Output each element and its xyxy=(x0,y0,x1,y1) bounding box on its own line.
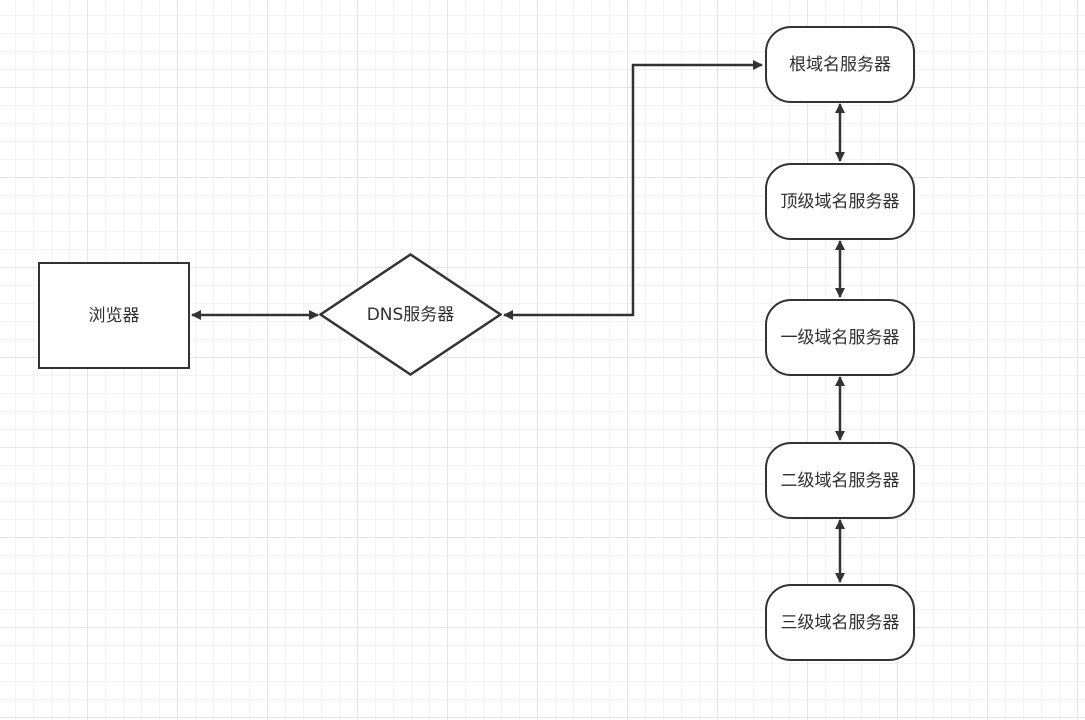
node-level2-server[interactable]: 二级域名服务器 xyxy=(765,442,915,519)
node-dns-server[interactable]: DNS服务器 xyxy=(319,253,502,376)
node-browser-label: 浏览器 xyxy=(88,305,140,326)
node-level3-label: 三级域名服务器 xyxy=(780,612,900,633)
node-level2-label: 二级域名服务器 xyxy=(780,470,900,491)
diamond-shape xyxy=(319,253,502,376)
node-browser[interactable]: 浏览器 xyxy=(38,262,190,369)
node-root-label: 根域名服务器 xyxy=(789,54,891,75)
node-level1-label: 一级域名服务器 xyxy=(780,327,900,348)
node-dns-label: DNS服务器 xyxy=(366,304,455,325)
node-tld-server[interactable]: 顶级域名服务器 xyxy=(765,163,915,240)
node-level1-server[interactable]: 一级域名服务器 xyxy=(765,299,915,376)
node-tld-label: 顶级域名服务器 xyxy=(780,191,900,212)
edge-dns-root[interactable] xyxy=(503,60,763,320)
node-root-server[interactable]: 根域名服务器 xyxy=(765,26,915,103)
node-level3-server[interactable]: 三级域名服务器 xyxy=(765,584,915,661)
